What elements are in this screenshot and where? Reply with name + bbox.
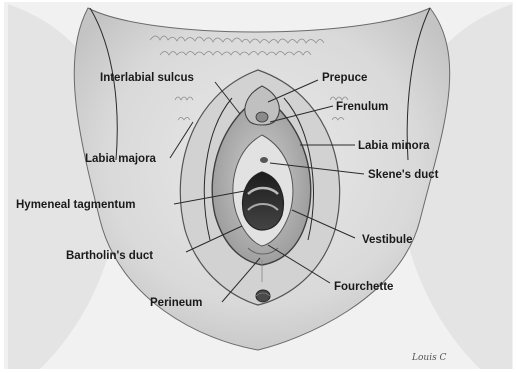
label-fourchette: Fourchette bbox=[334, 281, 393, 293]
label-frenulum: Frenulum bbox=[336, 101, 388, 113]
urethral-meatus bbox=[260, 157, 268, 163]
artist-signature: Louis C bbox=[411, 353, 447, 363]
label-prepuce: Prepuce bbox=[322, 72, 367, 84]
label-perineum: Perineum bbox=[150, 297, 202, 309]
label-bartholins-duct: Bartholin's duct bbox=[66, 250, 153, 262]
label-labia-majora: Labia majora bbox=[85, 153, 157, 165]
label-vestibule: Vestibule bbox=[362, 234, 413, 246]
anus bbox=[256, 290, 270, 302]
label-hymeneal-tagmentum: Hymeneal tagmentum bbox=[16, 199, 136, 211]
label-labia-minora: Labia minora bbox=[358, 140, 430, 152]
label-skenes-duct: Skene's duct bbox=[368, 169, 439, 181]
label-interlabial-sulcus: Interlabial sulcus bbox=[100, 72, 194, 84]
clitoris-glans bbox=[256, 112, 268, 122]
